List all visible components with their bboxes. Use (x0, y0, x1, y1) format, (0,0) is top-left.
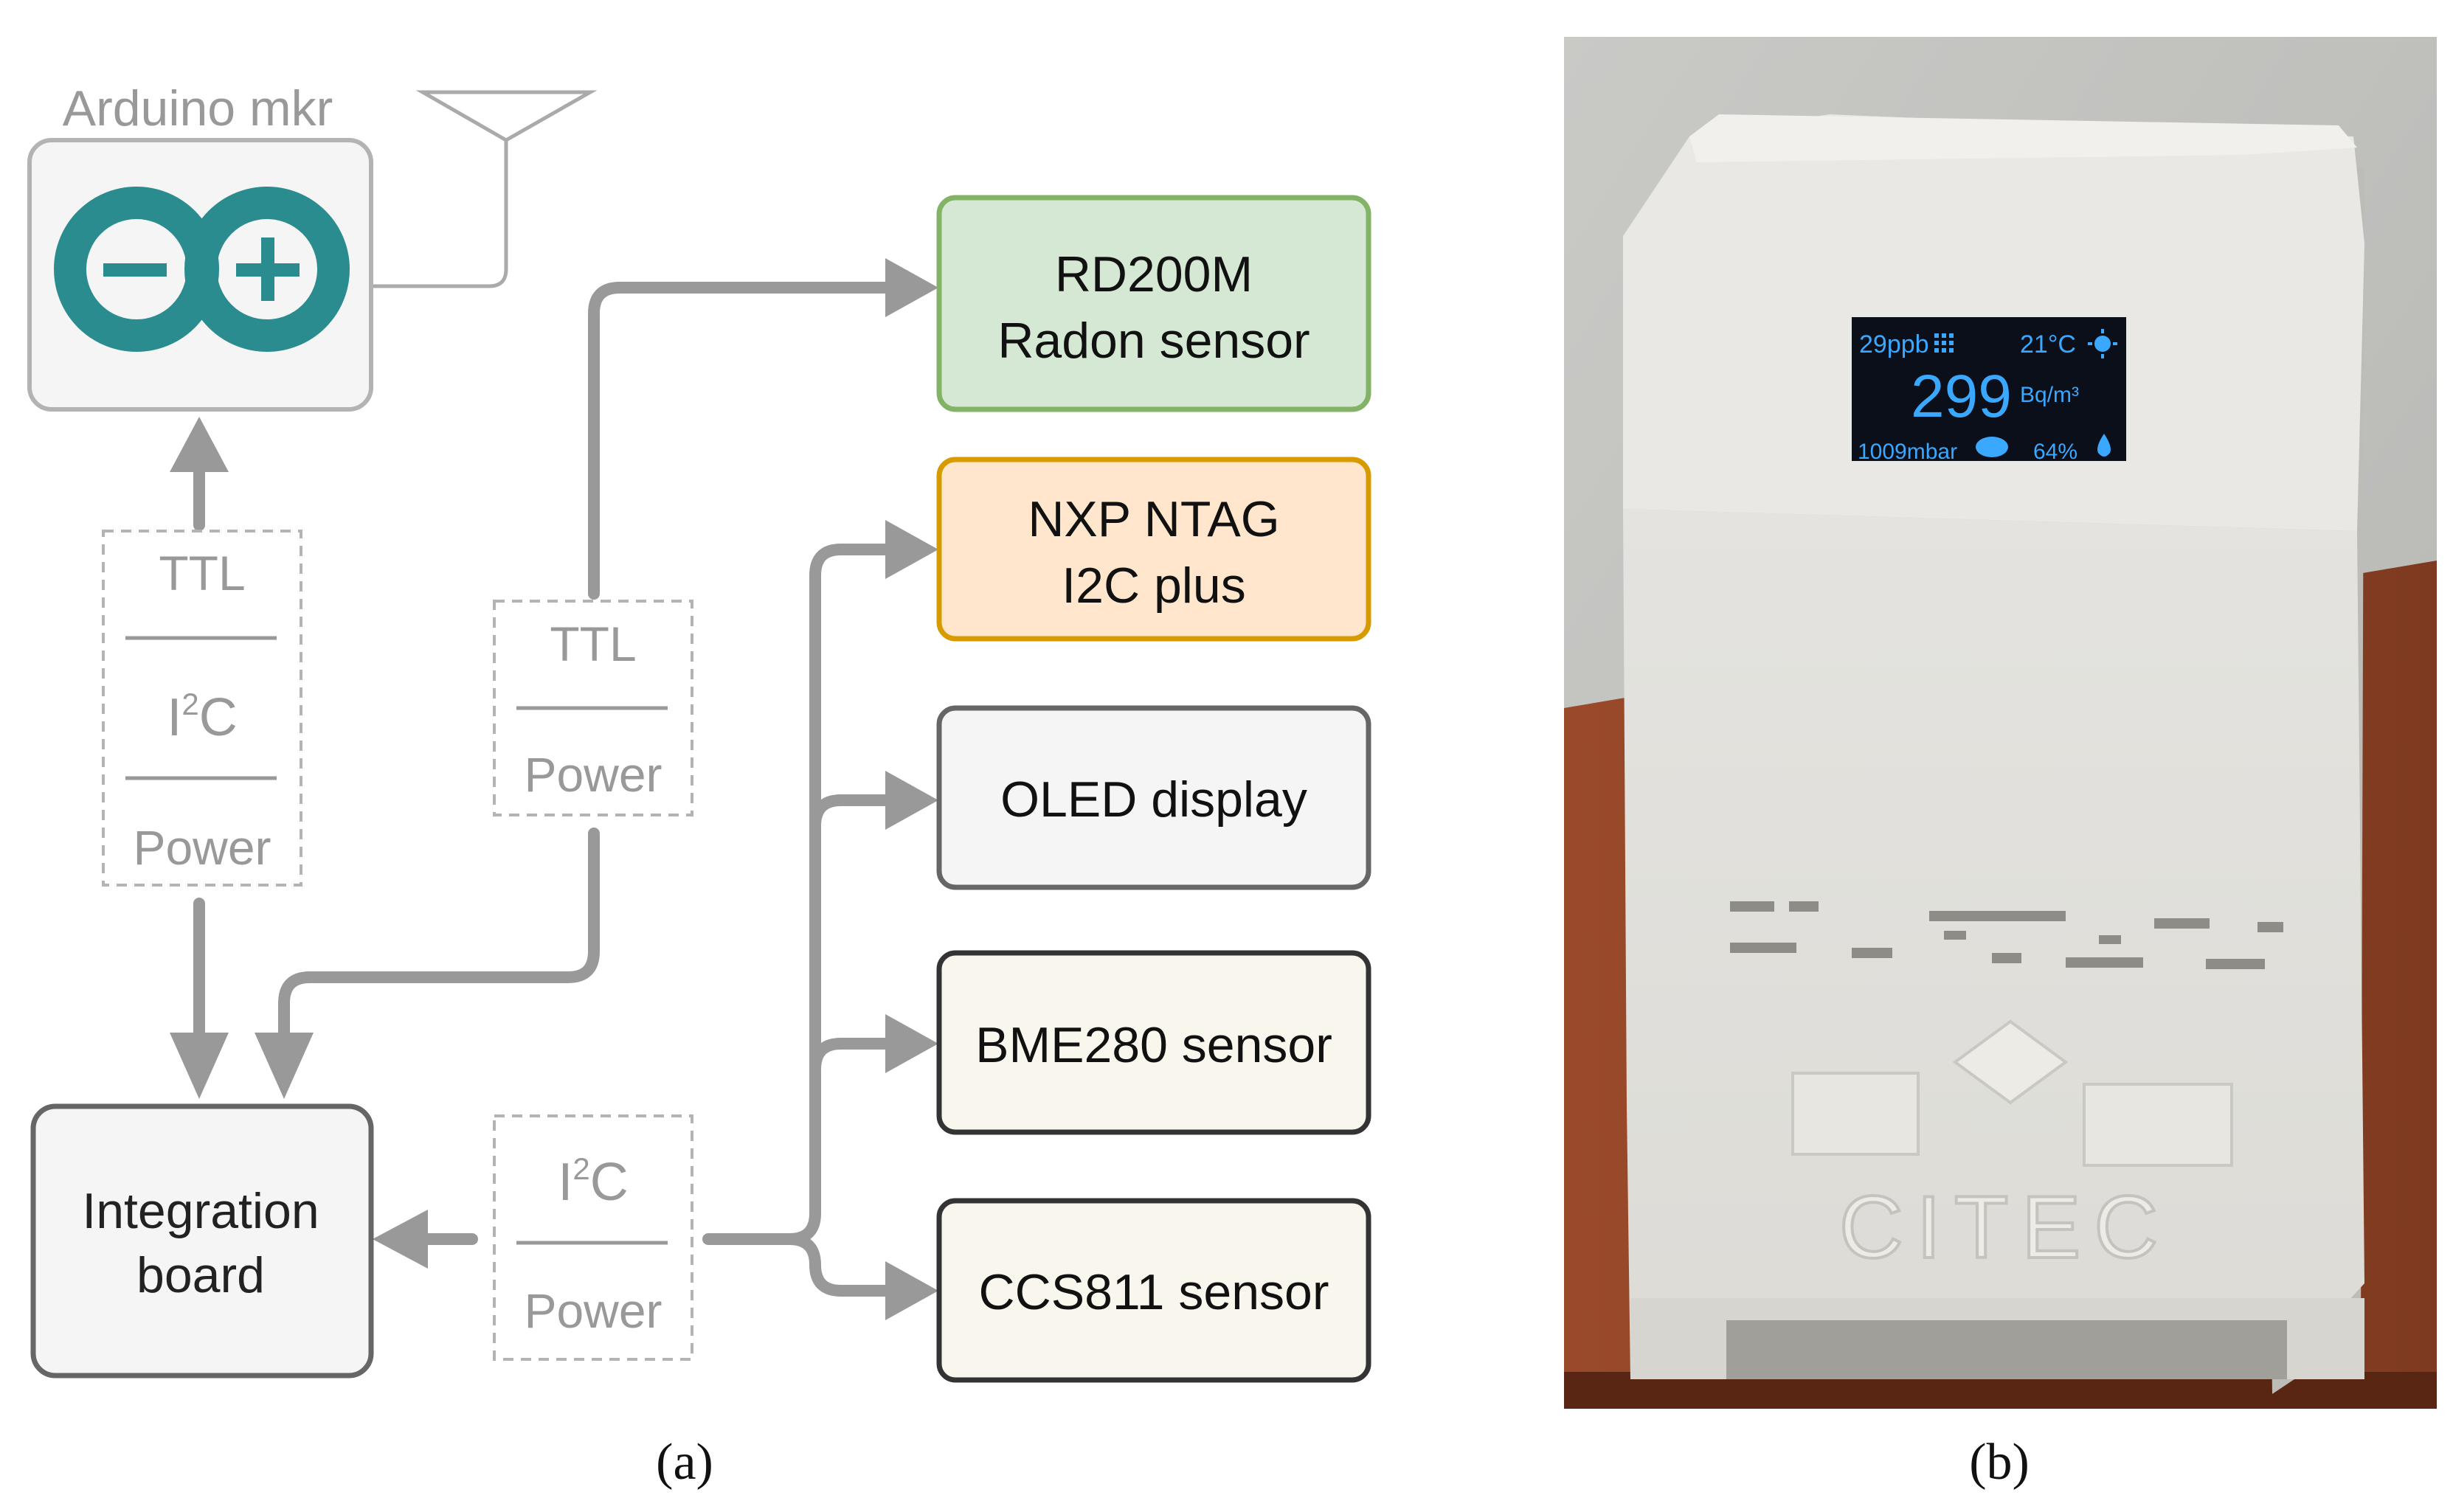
ntag-line2: I2C plus (1062, 558, 1245, 614)
antenna-icon (373, 90, 598, 288)
bme280-sensor-box: BME280 sensor (936, 950, 1371, 1135)
bottom-bus-box: I2C Power (493, 1114, 693, 1361)
oled-ppb: 29ppb (1859, 330, 1929, 358)
integration-board-line2: board (136, 1247, 265, 1303)
vent-slots (1730, 901, 2283, 969)
arrowhead-arduino (170, 417, 229, 472)
bottom-bus-i2c: I2C (558, 1151, 628, 1212)
integration-board-box: Integration board (30, 1103, 374, 1379)
citec-logo-text: CITEC (1839, 1178, 2171, 1277)
arrowhead-ccs (885, 1261, 938, 1320)
oled-pressure: 1009mbar (1858, 440, 1957, 464)
caption-a: (a) (656, 1434, 713, 1491)
oled-temp: 21°C (2020, 330, 2076, 358)
citec-logo: CITEC (1791, 1019, 2233, 1278)
arrowhead-integration-bottom (373, 1210, 428, 1269)
oled-main-unit: Bq/m³ (2020, 383, 2079, 407)
caption-b: (b) (1969, 1434, 2030, 1491)
ntag-box: NXP NTAG I2C plus (936, 457, 1371, 642)
arrowhead-ntag (885, 520, 938, 579)
radon-sensor-box: RD200M Radon sensor (936, 195, 1371, 412)
arrow-to-bme (809, 1038, 895, 1075)
oled-main-value: 299 (1911, 363, 2012, 430)
arrowheads (170, 258, 938, 1320)
cloud-icon (1976, 437, 2008, 457)
arrowhead-oled (885, 771, 938, 830)
arrow-to-oled (809, 794, 895, 832)
left-bus-box: TTL I2C Power (102, 530, 302, 887)
arrow-ttl-to-radon (588, 282, 895, 600)
mid-bus-power: Power (524, 747, 662, 802)
device-photo: 29ppb 21°C 299 Bq/m³ 1009mbar 64% (1564, 37, 2437, 1409)
ccs811-sensor-label: CCS811 sensor (979, 1264, 1329, 1320)
arrowhead-bme (885, 1014, 938, 1073)
radon-sensor-line2: Radon sensor (997, 313, 1309, 369)
integration-board-line1: Integration (82, 1183, 319, 1239)
arduino-infinity-logo (54, 187, 350, 352)
bme280-sensor-label: BME280 sensor (975, 1017, 1332, 1073)
left-bus-ttl: TTL (159, 546, 245, 600)
mid-bus-ttl: TTL (550, 617, 636, 671)
arrowhead-integration-mid (255, 1033, 314, 1099)
enclosure: 29ppb 21°C 299 Bq/m³ 1009mbar 64% (1623, 114, 2364, 1394)
oled-grid-icon (1934, 333, 1954, 353)
radon-sensor-line1: RD200M (1055, 246, 1253, 302)
arduino-title: Arduino mkr (63, 80, 333, 136)
bottom-bus-power: Power (524, 1283, 662, 1338)
oled-humidity: 64% (2033, 440, 2077, 464)
drop-icon (2097, 434, 2111, 457)
ccs811-sensor-box: CCS811 sensor (936, 1198, 1371, 1383)
arrow-to-ntag (783, 544, 895, 1245)
arrowhead-integration-left (170, 1033, 229, 1099)
arrowhead-radon (885, 258, 938, 317)
left-bus-i2c: I2C (167, 687, 237, 747)
oled-display-box: OLED display (936, 705, 1371, 890)
block-diagram: Arduino mkr TTL I2C Power TTL Power (27, 80, 1371, 1383)
oled-display-label: OLED display (1000, 771, 1307, 828)
connectors (193, 282, 895, 1297)
mid-bus-box: TTL Power (493, 600, 693, 816)
ntag-line1: NXP NTAG (1028, 491, 1279, 547)
arrow-ttl-to-integration (278, 828, 600, 1038)
left-bus-power: Power (133, 820, 271, 875)
sun-icon (2088, 329, 2117, 358)
arrow-to-ccs (783, 1233, 895, 1297)
